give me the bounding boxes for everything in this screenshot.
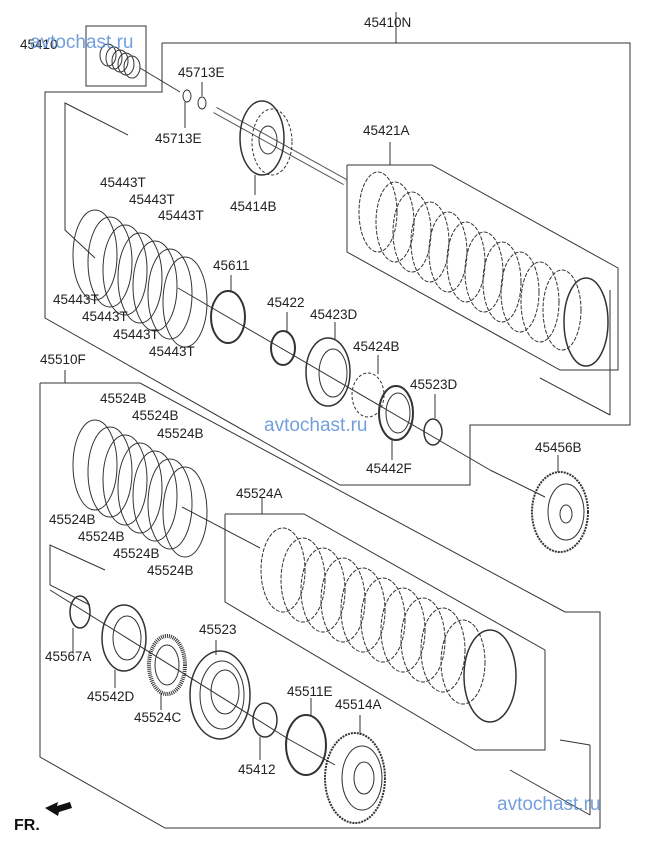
label-45524B: 45524B (100, 391, 147, 406)
front-arrow-icon (45, 802, 72, 816)
watermark: avtochast.ru (264, 415, 368, 436)
leader-line (559, 739, 591, 746)
label-45442F: 45442F (366, 461, 412, 476)
label-45524B: 45524B (157, 426, 204, 441)
label-45567A: 45567A (45, 649, 92, 664)
ring-45412 (252, 702, 278, 738)
clutch-plates-45421A (358, 171, 609, 367)
front-marker-label: FR. (14, 817, 40, 834)
label-45524A: 45524A (236, 486, 283, 501)
snap-ring-45713E (182, 89, 192, 103)
clutch-pack-frame-45524A (224, 513, 546, 751)
plate-45442F (378, 385, 414, 441)
label-45542D: 45542D (87, 689, 135, 704)
label-45443T: 45443T (113, 327, 159, 342)
label-45524B: 45524B (132, 408, 179, 423)
label-45511E: 45511E (287, 684, 333, 699)
label-45456B: 45456B (535, 440, 582, 455)
assembly-outline-45510F (39, 382, 601, 829)
lower-bracket (49, 544, 106, 606)
label-partial-top-left: 45410 (20, 37, 58, 52)
clutch-plates-45524A (260, 527, 517, 723)
label-45423D: 45423D (310, 307, 358, 322)
label-45611: 45611 (213, 258, 250, 273)
label-45443T: 45443T (53, 292, 99, 307)
label-45443T: 45443T (82, 309, 128, 324)
ring-45523D (423, 418, 443, 446)
snap-rings-45443T (72, 209, 208, 348)
label-45443T: 45443T (129, 192, 175, 207)
spring-coils (99, 43, 141, 79)
label-45443T: 45443T (158, 208, 204, 223)
leader-line (509, 769, 591, 816)
label-45523D: 45523D (410, 377, 458, 392)
leader-line (539, 377, 611, 416)
label-45524B: 45524B (147, 563, 194, 578)
ring-45422 (270, 330, 296, 366)
label-45443T: 45443T (100, 175, 146, 190)
ring-45611 (210, 290, 246, 344)
label-45524B: 45524B (113, 546, 160, 561)
label-45414B: 45414B (230, 199, 277, 214)
label-45412: 45412 (238, 762, 276, 777)
label-45713E: 45713E (178, 65, 225, 80)
hub-45524C (147, 634, 187, 696)
piston-45423D (305, 337, 351, 407)
shaft-gear-45414B (213, 100, 347, 186)
clutch-pack-frame-45421A (346, 164, 619, 371)
label-45422: 45422 (267, 295, 305, 310)
ring-45567A (69, 595, 91, 629)
leader-line (139, 67, 181, 93)
assembly-outline-45410N (44, 42, 631, 486)
label-45524C: 45524C (134, 710, 182, 725)
watermark: avtochast.ru (497, 794, 601, 815)
label-45713E: 45713E (155, 131, 202, 146)
snap-rings-45524B (72, 419, 208, 558)
label-45523: 45523 (199, 622, 237, 637)
watermark: avtochast.ru (30, 32, 134, 53)
label-45514A: 45514A (335, 697, 382, 712)
drum-45456B (531, 471, 589, 553)
spring-group-bracket (64, 102, 129, 259)
label-45510F: 45510F (40, 352, 86, 367)
label-45410N: 45410N (364, 15, 412, 30)
piston-45523 (189, 650, 251, 740)
label-45421A: 45421A (363, 123, 410, 138)
axis-line (177, 287, 491, 471)
label-45443T: 45443T (149, 344, 195, 359)
label-45524B: 45524B (78, 529, 125, 544)
plate-45542D (101, 604, 147, 672)
snap-ring-45713E (197, 96, 207, 110)
label-45524B: 45524B (49, 512, 96, 527)
ring-45511E (285, 714, 327, 776)
drum-45514A (324, 732, 386, 824)
label-45424B: 45424B (353, 339, 400, 354)
spring-box (85, 25, 147, 87)
